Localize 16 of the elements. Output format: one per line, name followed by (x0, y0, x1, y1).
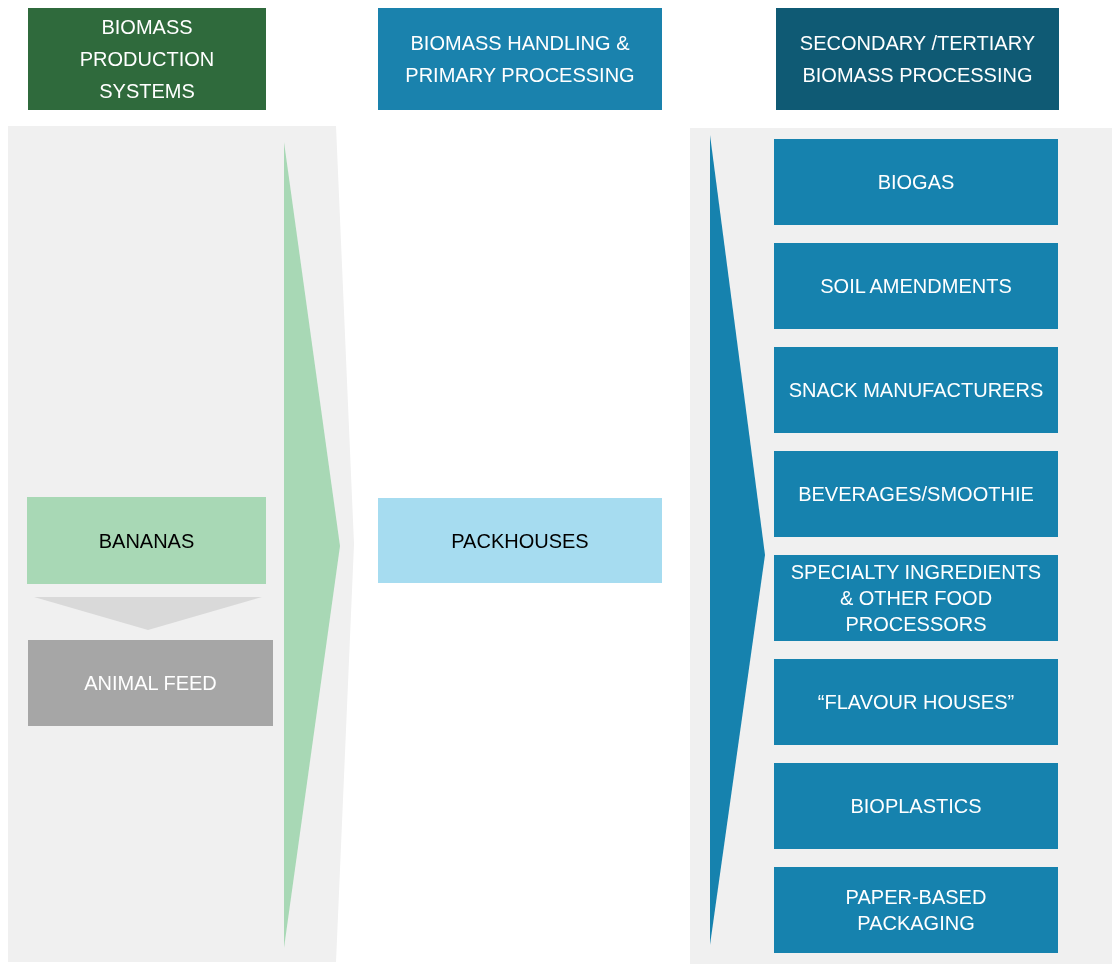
process-box: PAPER-BASED PACKAGING (774, 867, 1058, 953)
column-header: BIOMASS HANDLING & PRIMARY PROCESSING (378, 8, 662, 110)
process-box: PACKHOUSES (378, 498, 662, 583)
process-box: SOIL AMENDMENTS (774, 243, 1058, 329)
process-box: BANANAS (27, 497, 266, 584)
process-box: BEVERAGES/SMOOTHIE (774, 451, 1058, 537)
process-box: SPECIALTY INGREDIENTS & OTHER FOOD PROCESSORS (774, 555, 1058, 641)
process-box: BIOGAS (774, 139, 1058, 225)
process-box: BIOPLASTICS (774, 763, 1058, 849)
column-header: BIOMASS PRODUCTION SYSTEMS (28, 8, 266, 110)
panel-background (8, 126, 354, 962)
column-header: SECONDARY /TERTIARY BIOMASS PROCESSING (776, 8, 1059, 110)
process-box: “FLAVOUR HOUSES” (774, 659, 1058, 745)
process-box: ANIMAL FEED (28, 640, 273, 726)
process-box: SNACK MANUFACTURERS (774, 347, 1058, 433)
panel-background (690, 128, 1112, 964)
